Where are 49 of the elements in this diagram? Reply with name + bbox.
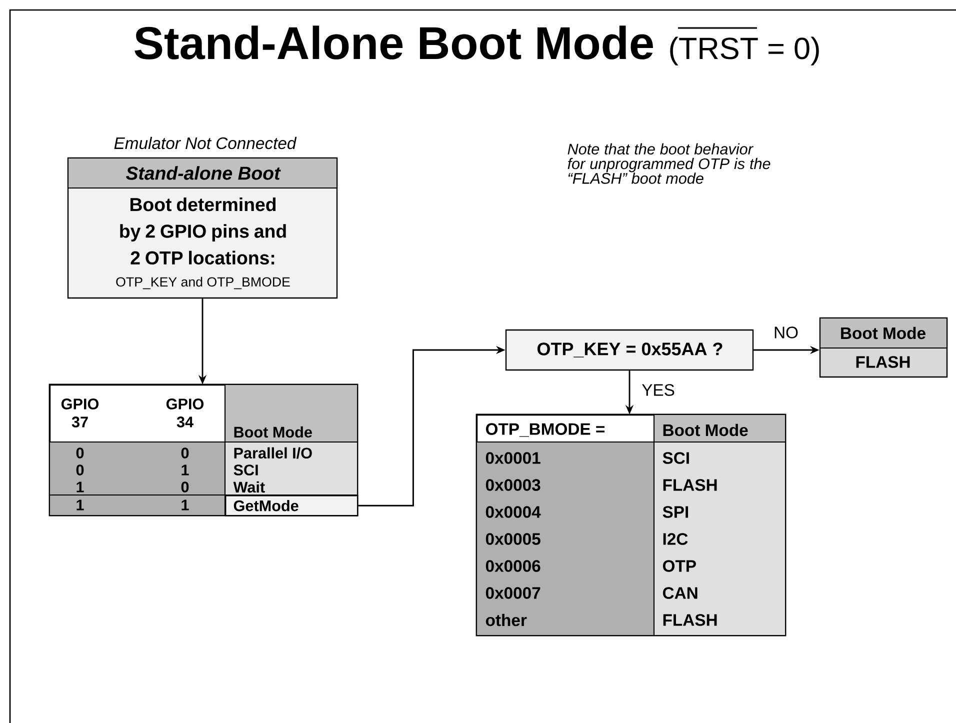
table-cell-text: 0x0003 [486, 479, 540, 491]
table-cell-text: CAN [662, 587, 698, 599]
table-cell-text: 1 [182, 464, 189, 476]
boot-box [67, 157, 338, 299]
table-cell-text: SCI [662, 452, 689, 464]
table-cell [225, 495, 358, 516]
subtitle: (TRST = 0) [670, 27, 819, 66]
bmode-table [476, 414, 786, 636]
table-cell-text: FLASH [663, 614, 717, 626]
table-cell-text: Boot Mode [663, 424, 748, 436]
table-cell-text: Parallel I/O [234, 447, 312, 459]
edge-label: YES [642, 384, 674, 396]
table-cell-text: FLASH [663, 479, 717, 491]
box-text: Boot Mode [841, 326, 926, 340]
table-cell-text: 0x0004 [486, 506, 541, 518]
box-text: OTP_KEY and OTP_BMODE [116, 276, 290, 290]
table-cell-text: 1 [182, 500, 189, 510]
box-text: FLASH [856, 356, 910, 368]
title: Stand-Alone Boot Mode [134, 26, 653, 60]
table-cell-text: 0x0007 [486, 587, 540, 599]
table-cell-text: OTP_BMODE = [486, 423, 604, 437]
table-cell-text: SCI [234, 464, 258, 476]
result-box [819, 317, 948, 378]
decision-box [505, 329, 754, 371]
table-cell-text: OTP [662, 560, 696, 572]
box-caption: Emulator Not Connected [114, 136, 297, 150]
table-cell-text: 0 [181, 482, 189, 492]
table-cell-text: 0x0001 [486, 452, 540, 464]
table-cell-text: 0 [76, 464, 84, 476]
cell-text: GetMode [234, 500, 298, 512]
table-cell-text: GPIO 34 [166, 398, 204, 428]
table-cell-text: 1 [76, 500, 84, 510]
edge-label: NO [774, 326, 798, 338]
decision-text: OTP_KEY = 0x55AA ? [537, 342, 722, 358]
box-text: Boot determined by 2 GPIO pins and 2 OTP locations: [120, 197, 286, 265]
table-cell-text: 0x0006 [486, 560, 540, 572]
table-cell-text: Wait [233, 481, 265, 493]
table-cell-text: SPI [662, 506, 688, 518]
table-cell-text: 0 [76, 448, 84, 458]
gpio-table [48, 384, 358, 516]
table-cell-text: 1 [76, 482, 84, 492]
table-cell-text: GPIO 37 [61, 398, 99, 428]
note: Note that the boot behavior for unprogrammed OTP is the “FLASH” boot mode [568, 143, 770, 184]
table-cell-text: 0x0005 [486, 533, 540, 545]
table-cell-text: other [486, 614, 527, 626]
table-cell-text: 0 [181, 448, 189, 458]
table-cell-text: Boot Mode [234, 426, 312, 438]
table-cell-text: I2C [663, 533, 688, 545]
box-text: Stand-alone Boot [126, 166, 281, 180]
